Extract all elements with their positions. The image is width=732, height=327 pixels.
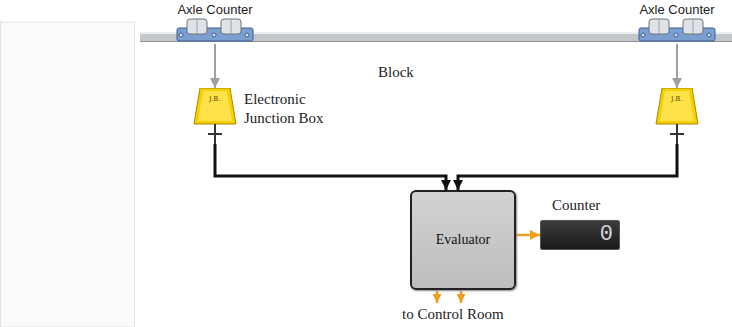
connector [516, 234, 540, 237]
axle-counter-body [637, 18, 717, 44]
text-label: 0 [541, 221, 613, 249]
text-label: J.B. [192, 95, 238, 103]
text-label: Evaluator [436, 232, 490, 248]
axle-counter-symbol [637, 18, 717, 44]
evaluator-box: Evaluator [410, 190, 516, 290]
axle-counter-body [175, 18, 255, 44]
counter-display: Counter 0 [538, 196, 622, 250]
axle-counter-symbol [175, 18, 255, 44]
junction-box: J.B. [654, 88, 700, 144]
axle-counter: Axle Counter [160, 2, 270, 44]
output-label: to Control Room [402, 305, 504, 324]
text-label: Axle Counter [177, 2, 252, 18]
junction-box: J.B.Electronic Junction Box [192, 88, 238, 144]
text-label: Electronic Junction Box [244, 90, 339, 128]
connector [458, 144, 677, 190]
connector [215, 144, 446, 190]
text-label: J.B. [654, 95, 700, 103]
block-label: Block [378, 63, 414, 82]
counter-screen: 0 [540, 220, 620, 250]
side-panel [1, 22, 135, 327]
connector [214, 44, 216, 88]
text-label: Counter [552, 196, 622, 215]
text-label: Axle Counter [639, 2, 714, 18]
connector [676, 44, 678, 88]
output-arrows [437, 291, 461, 303]
axle-counter: Axle Counter [622, 2, 732, 44]
